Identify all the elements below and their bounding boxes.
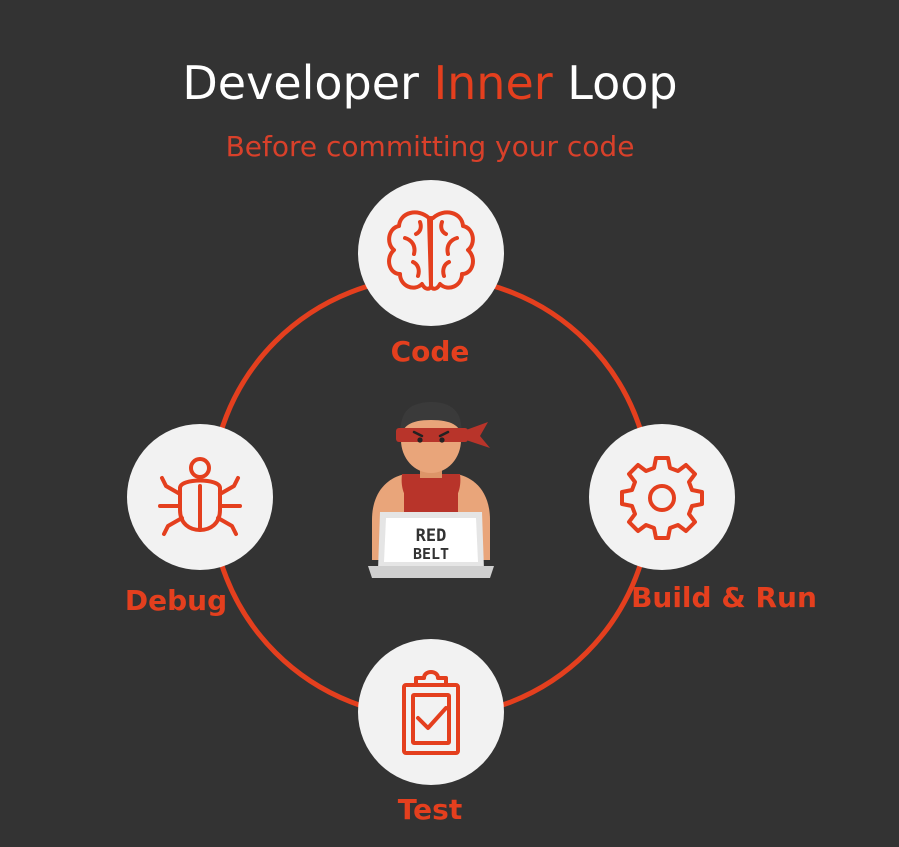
build-run-node: [589, 424, 735, 570]
title-part2: Loop: [552, 56, 678, 110]
clipboard-check-icon: [402, 670, 460, 755]
code-node: [358, 180, 504, 326]
debug-label: Debug: [124, 584, 228, 617]
page-subtitle: Before committing your code: [225, 130, 635, 163]
laptop-line2: BELT: [413, 545, 449, 563]
test-label: Test: [397, 793, 463, 826]
title-part1: Developer: [182, 56, 434, 110]
page-title: Developer Inner Loop: [0, 56, 860, 110]
build-run-label: Build & Run: [631, 581, 817, 614]
debug-node: [127, 424, 273, 570]
code-label: Code: [390, 335, 470, 368]
brain-icon: [387, 210, 475, 291]
gear-icon: [620, 456, 704, 540]
test-node: [358, 639, 504, 785]
bug-icon: [158, 457, 242, 536]
title-accent: Inner: [433, 56, 553, 110]
mascot-developer: RED BELT: [368, 402, 494, 578]
laptop-line1: RED: [416, 526, 447, 546]
